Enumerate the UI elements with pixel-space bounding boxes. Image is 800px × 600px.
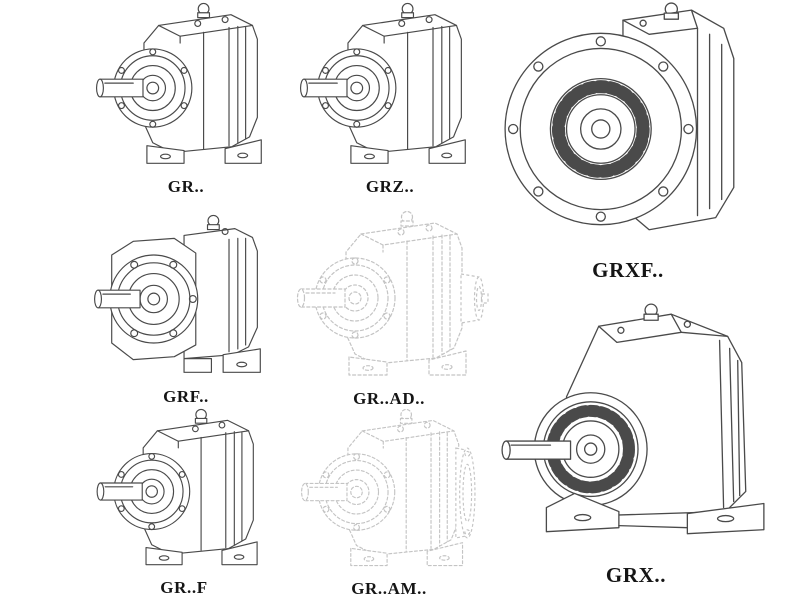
gearbox-grx-drawing: [490, 300, 782, 562]
gearbox-gr-f-label: GR..F: [160, 578, 208, 597]
catalog-item-grx: GRX..: [488, 300, 784, 588]
gearbox-grxf-drawing: [492, 0, 764, 257]
gearbox-gr-ad-drawing: [289, 210, 489, 388]
catalog-item-grf: GRF..: [88, 212, 284, 407]
catalog-item-gr-am: GR..AM..: [288, 408, 490, 599]
gearbox-gr-ad-label: GR..AD..: [353, 389, 425, 408]
gearbox-gr-am-drawing: [293, 408, 485, 578]
gearbox-gr-f-drawing: [96, 408, 258, 566]
gearbox-grf-label: GRF..: [163, 387, 209, 406]
gearbox-grf-drawing: [94, 214, 261, 373]
gearbox-gr-drawing: [95, 2, 262, 164]
catalog-item-grxf: GRXF..: [492, 0, 764, 283]
gearbox-grz-label: GRZ..: [365, 177, 415, 196]
gearbox-grz-drawing: [299, 2, 466, 164]
catalog-item-gr: GR..: [88, 2, 284, 197]
gearbox-gr-am-label: GR..AM..: [351, 579, 427, 598]
catalog-item-grz: GRZ..: [292, 2, 488, 197]
catalog-item-gr-ad: GR..AD..: [288, 210, 490, 409]
gearbox-grxf-label: GRXF..: [592, 258, 664, 282]
gearbox-grx-label: GRX..: [605, 563, 667, 587]
catalog-item-gr-f: GR..F: [88, 408, 280, 598]
gearbox-gr-label: GR..: [167, 177, 205, 196]
